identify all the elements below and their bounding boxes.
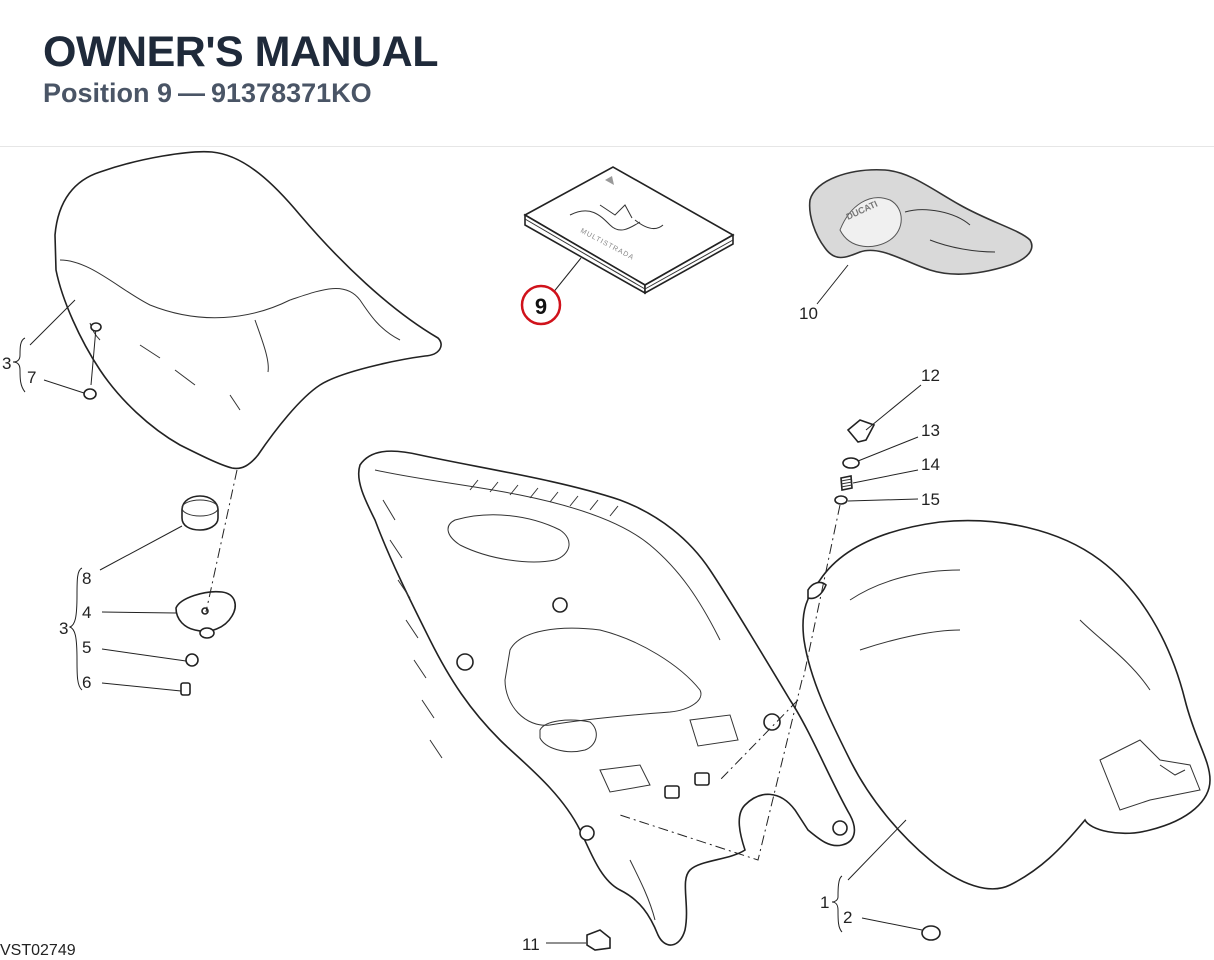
leader-4 [101, 611, 177, 614]
part-number: 91378371KO [211, 78, 372, 108]
owners-manual-9[interactable]: MULTISTRADA [523, 166, 735, 295]
seat-cover-10[interactable]: DUCATI [808, 169, 1033, 275]
screw-6[interactable] [180, 682, 191, 696]
rear-subframe [357, 450, 856, 946]
leader-12 [865, 384, 922, 431]
rubber-plug-2[interactable] [921, 925, 941, 941]
callout-14[interactable]: 14 [921, 455, 940, 474]
leader-13 [857, 436, 919, 462]
leader-14 [852, 469, 919, 484]
passenger-seat[interactable] [54, 150, 442, 470]
leader-8 [99, 525, 183, 571]
callout-3-lower[interactable]: 3 [59, 619, 68, 638]
rubber-pad-8[interactable] [181, 495, 219, 531]
leader-2 [861, 917, 923, 931]
leader-10 [816, 264, 849, 305]
nut-5[interactable] [185, 653, 199, 667]
position-label: Position 9 [43, 78, 173, 108]
assembly-axis-passenger [205, 469, 238, 613]
leader-15 [847, 498, 919, 502]
highlight-circle[interactable] [520, 284, 562, 326]
subtitle-separator: — [178, 78, 206, 108]
callout-13[interactable]: 13 [921, 421, 940, 440]
callout-7[interactable]: 7 [27, 368, 36, 387]
leader-3a [29, 299, 76, 346]
clip-11[interactable] [586, 929, 611, 951]
callout-3-upper[interactable]: 3 [2, 354, 11, 373]
assembly-axis-rear [719, 699, 799, 781]
callout-9[interactable]: 9 [535, 294, 547, 319]
callout-10[interactable]: 10 [799, 304, 818, 323]
leader-1 [847, 819, 907, 881]
assembly-axis-lock [802, 504, 841, 681]
page-header: OWNER'S MANUAL Position 9—91378371KO [0, 0, 1214, 147]
assembly-axis-frame [619, 679, 803, 861]
callout-4[interactable]: 4 [82, 603, 91, 622]
key-lock-12[interactable] [846, 419, 876, 443]
page-subtitle: Position 9—91378371KO [43, 77, 372, 109]
diagram-reference-code: VST02749 [0, 942, 76, 959]
seat-bracket-4[interactable] [175, 590, 236, 639]
callout-8[interactable]: 8 [82, 569, 91, 588]
leader-5 [101, 648, 187, 662]
page-title: OWNER'S MANUAL [43, 28, 438, 76]
callout-15[interactable]: 15 [921, 490, 940, 509]
seat-mount-screw-7[interactable] [83, 322, 102, 400]
leader-6 [101, 682, 182, 692]
bracket-1 [831, 875, 843, 933]
callout-1[interactable]: 1 [820, 893, 829, 912]
leader-7 [43, 379, 85, 394]
callout-2[interactable]: 2 [843, 908, 852, 927]
callout-5[interactable]: 5 [82, 638, 91, 657]
leader-9 [551, 257, 582, 295]
callout-11[interactable]: 11 [522, 935, 540, 954]
callout-6[interactable]: 6 [82, 673, 91, 692]
spring-14[interactable] [840, 475, 853, 491]
callout-12[interactable]: 12 [921, 366, 940, 385]
bracket-3b [68, 567, 83, 691]
bracket-3a [12, 337, 26, 393]
rider-seat[interactable] [802, 519, 1211, 890]
washer-13[interactable] [842, 457, 860, 469]
washer-15[interactable] [834, 495, 848, 505]
